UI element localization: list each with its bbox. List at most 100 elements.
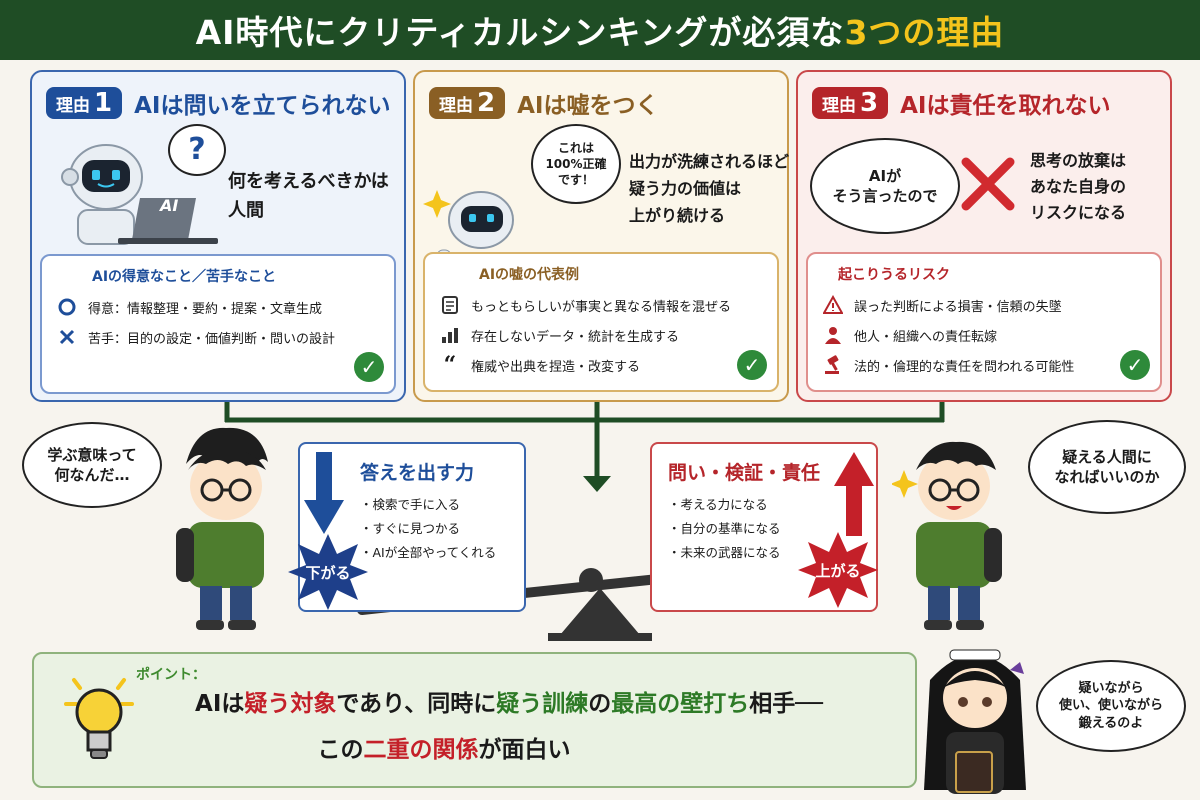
list-item: 他人・組織への責任転嫁 <box>822 320 1146 350</box>
list-item-text: 法的・倫理的な責任を問われる可能性 <box>854 359 1075 375</box>
check-icon: ✓ <box>354 352 384 382</box>
warning-icon <box>822 294 844 316</box>
laptop-ai-label: AI <box>160 196 179 215</box>
red-cross-icon <box>961 157 1015 211</box>
reason-3-body: 思考の放棄は あなた自身の リスクになる <box>1030 148 1126 226</box>
bubble-line: そう言ったので <box>832 187 938 205</box>
text-segment: の <box>588 691 612 717</box>
check-icon: ✓ <box>737 350 767 380</box>
excuse-speech-bubble: AIが そう言ったので <box>810 138 960 234</box>
list-item-text: もっともらしいが事実と異なる情報を混ぜる <box>471 299 732 315</box>
up-burst-badge: 上がる <box>798 530 878 610</box>
reason-badge: 理由 1 <box>46 87 123 119</box>
gothic-girl-icon <box>924 649 1026 794</box>
list-item: ・考える力になる <box>668 497 768 512</box>
reason-title: AIは嘘をつく <box>517 93 659 119</box>
left-boy-speech-bubble: 学ぶ意味って 何なんだ… <box>22 422 162 508</box>
reason-badge-label: 理由 <box>822 95 856 116</box>
body-line: 何を考えるべきかは <box>228 171 389 192</box>
box-title: AIの嘘の代表例 <box>479 267 580 283</box>
list-item: ・未来の武器になる <box>668 545 781 560</box>
reason-1-title-row: 理由 1 AIは問いを立てられない <box>46 86 390 120</box>
body-line: 人間 <box>228 200 264 221</box>
list-item-text: 他人・組織への責任転嫁 <box>854 329 998 345</box>
body-line: 出力が洗練されるほど <box>629 152 790 171</box>
reason-panel-2: 理由 2 AIは嘘をつく これは 100%正確 です！ 出力が洗練されるほど 疑… <box>413 70 789 402</box>
reason-2-body: 出力が洗練されるほど 疑う力の価値は 上がり続ける <box>629 148 789 229</box>
list-item: 存在しないデータ・統計を生成する <box>439 320 763 350</box>
reason-title: AIは責任を取れない <box>900 93 1111 119</box>
list-item: 法的・倫理的な責任を問われる可能性 <box>822 350 1146 380</box>
strengths-weaknesses-box: AIの得意なこと／苦手なこと 得意：情報整理・要約・提案・文章生成 苦手：目的の… <box>40 254 396 394</box>
reason-badge-number: 2 <box>477 88 496 118</box>
gavel-icon <box>822 354 844 376</box>
circle-icon <box>56 296 78 318</box>
list-item-text: 存在しないデータ・統計を生成する <box>471 329 680 345</box>
bubble-line: 何なんだ… <box>54 466 130 484</box>
body-line: あなた自身の <box>1030 177 1127 196</box>
list-item-text: 誤った判断による損害・信頼の失墜 <box>854 299 1062 315</box>
bubble-line: なればいいのか <box>1054 468 1160 486</box>
text-highlight: 最高の壁打ち <box>611 691 750 717</box>
box-title: 答えを出す力 <box>360 462 475 484</box>
list-item-text: 権威や出典を捏造・改変する <box>471 359 641 375</box>
text-highlight: 二重の関係 <box>363 737 479 763</box>
reason-badge: 理由 3 <box>812 87 889 119</box>
bubble-line: 疑える人間に <box>1062 447 1152 466</box>
reason-badge-label: 理由 <box>439 95 473 116</box>
title-main: AI時代にクリティカルシンキングが必須な <box>195 13 845 52</box>
bubble-line: 学ぶ意味って <box>47 445 137 464</box>
down-arrow-icon <box>304 452 344 534</box>
list-item: ・AIが全部やってくれる <box>360 545 497 560</box>
header-bar: AI時代にクリティカルシンキングが必須な3つの理由 <box>0 0 1200 60</box>
right-boy-speech-bubble: 疑える人間に なればいいのか <box>1028 420 1186 514</box>
box-title: 問い・検証・責任 <box>668 462 821 484</box>
burst-label: 下がる <box>305 563 351 582</box>
box-title: 起こりうるリスク <box>838 267 950 283</box>
reason-1-body: 何を考えるべきかは 人間 <box>228 167 389 225</box>
text-highlight: 疑う訓練 <box>496 691 589 717</box>
girl-speech-bubble: 疑いながら 使い、使いながら 鍛えるのよ <box>1036 660 1186 752</box>
cross-icon <box>56 326 78 348</box>
question-mark-icon: ? <box>188 131 206 167</box>
quote-icon: “ <box>443 352 457 378</box>
bubble-line: 使い、使いながら <box>1058 698 1163 714</box>
point-line-2: この二重の関係が面白い <box>94 730 794 764</box>
lightbulb-icon <box>64 678 134 759</box>
reason-panel-1: 理由 1 AIは問いを立てられない AI ? 何を考えるべきかは 人間 AIの得… <box>30 70 406 402</box>
bar-chart-icon <box>439 324 461 346</box>
lie-examples-box: AIの嘘の代表例 もっともらしいが事実と異なる情報を混ぜる 存在しないデータ・統… <box>423 252 779 392</box>
reason-badge-number: 3 <box>860 88 879 118</box>
list-item: “ 権威や出典を捏造・改変する <box>439 350 763 380</box>
confused-boy-icon <box>176 427 268 630</box>
bubble-line: 疑いながら <box>1078 680 1144 696</box>
list-item: もっともらしいが事実と異なる情報を混ぜる <box>439 290 763 320</box>
text-segment: この <box>317 737 364 763</box>
reason-2-title-row: 理由 2 AIは嘘をつく <box>429 86 658 120</box>
point-line-1: AIは疑う対象であり、同時に疑う訓練の最高の壁打ち相手── <box>94 684 924 718</box>
title-accent: 3つの理由 <box>844 13 1005 52</box>
list-item-text: 苦手：目的の設定・価値判断・問いの設計 <box>88 331 336 347</box>
text-segment: が面白い <box>478 737 571 763</box>
text-segment: であり、同時に <box>336 691 497 717</box>
body-line: 上がり続ける <box>629 206 726 225</box>
list-item: 誤った判断による損害・信頼の失墜 <box>822 290 1146 320</box>
document-icon <box>439 294 461 316</box>
bubble-line: 鍛えるのよ <box>1078 715 1144 731</box>
box-title: AIの得意なこと／苦手なこと <box>92 269 277 285</box>
list-item: 苦手：目的の設定・価値判断・問いの設計 <box>56 322 380 352</box>
list-item: 得意：情報整理・要約・提案・文章生成 <box>56 292 380 322</box>
down-burst-badge: 下がる <box>288 532 368 612</box>
reason-title: AIは問いを立てられない <box>134 93 391 119</box>
reason-badge: 理由 2 <box>429 87 506 119</box>
page-title: AI時代にクリティカルシンキングが必須な3つの理由 <box>196 6 1005 54</box>
point-label: ポイント： <box>136 667 206 683</box>
body-line: 思考の放棄は <box>1030 151 1127 170</box>
text-segment: 相手── <box>749 691 823 717</box>
robot-speech-bubble: これは 100%正確 です！ <box>531 124 621 204</box>
list-item: ・すぐに見つかる <box>360 521 461 536</box>
up-arrow-icon <box>834 452 874 536</box>
question-bubble: ? <box>168 124 226 176</box>
list-item-text: 得意：情報整理・要約・提案・文章生成 <box>88 301 323 317</box>
bubble-line: これは <box>557 140 594 155</box>
